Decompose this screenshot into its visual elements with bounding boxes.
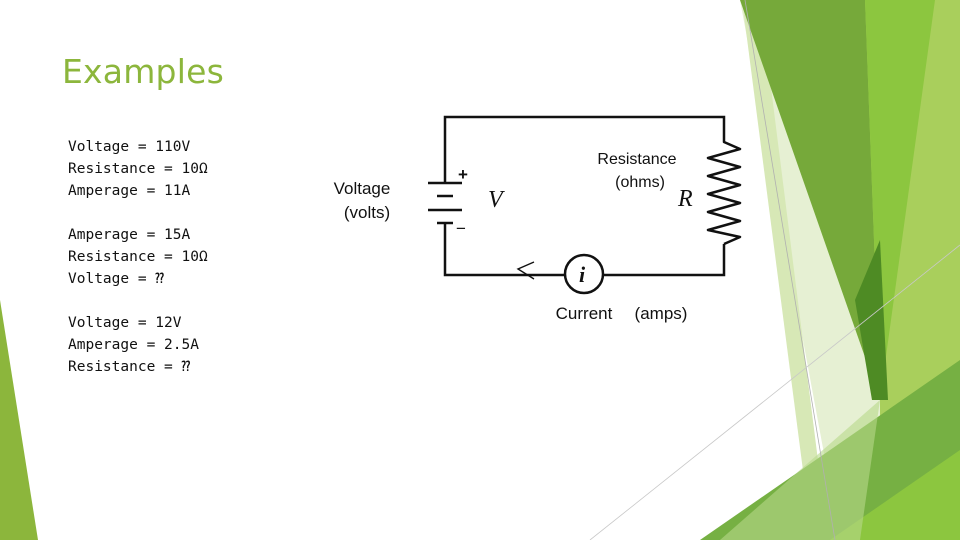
example-line: Voltage = 110V (68, 139, 191, 155)
facet-mid-green-top (740, 0, 880, 400)
battery-minus-sign: − (456, 219, 466, 238)
facet-dark-green (855, 240, 888, 400)
facet-pale-strip (742, 0, 828, 540)
facet-line-1 (744, 0, 836, 540)
current-symbol: i (579, 262, 586, 287)
example-line: Resistance = 10Ω (68, 249, 208, 265)
voltage-label: Voltage (334, 179, 391, 198)
resistance-label: Resistance (597, 151, 676, 168)
example-line: Voltage = 12V (68, 315, 182, 331)
example-1: Voltage = 110V Resistance = 10Ω Amperage… (68, 136, 208, 202)
current-arrow-icon (516, 261, 535, 280)
resistance-unit: (ohms) (615, 174, 665, 191)
example-line: Voltage = ⁇ (68, 271, 165, 287)
resistor-symbol (706, 138, 742, 246)
circuit-wire-top (443, 115, 726, 182)
example-line: Amperage = 2.5A (68, 337, 199, 353)
example-line: Amperage = 11A (68, 183, 191, 199)
battery-plus-sign: + (458, 165, 468, 184)
current-circle (563, 253, 605, 295)
voltage-symbol: V (488, 187, 505, 213)
voltage-unit: (volts) (344, 203, 390, 222)
example-line: Resistance = 10Ω (68, 161, 208, 177)
current-unit: (amps) (635, 304, 688, 323)
example-2: Amperage = 15A Resistance = 10Ω Voltage … (68, 224, 208, 290)
facet-left-sliver (0, 300, 38, 540)
examples-list: Voltage = 110V Resistance = 10Ω Amperage… (68, 136, 208, 398)
current-label: Current (556, 304, 613, 323)
facet-line-2 (589, 244, 960, 540)
facet-bottom-pale (720, 400, 880, 540)
slide-title: Examples (62, 52, 224, 91)
resistance-symbol: R (677, 186, 693, 212)
example-3: Voltage = 12V Amperage = 2.5A Resistance… (68, 312, 208, 378)
example-line: Resistance = ⁇ (68, 359, 191, 375)
example-line: Amperage = 15A (68, 227, 191, 243)
